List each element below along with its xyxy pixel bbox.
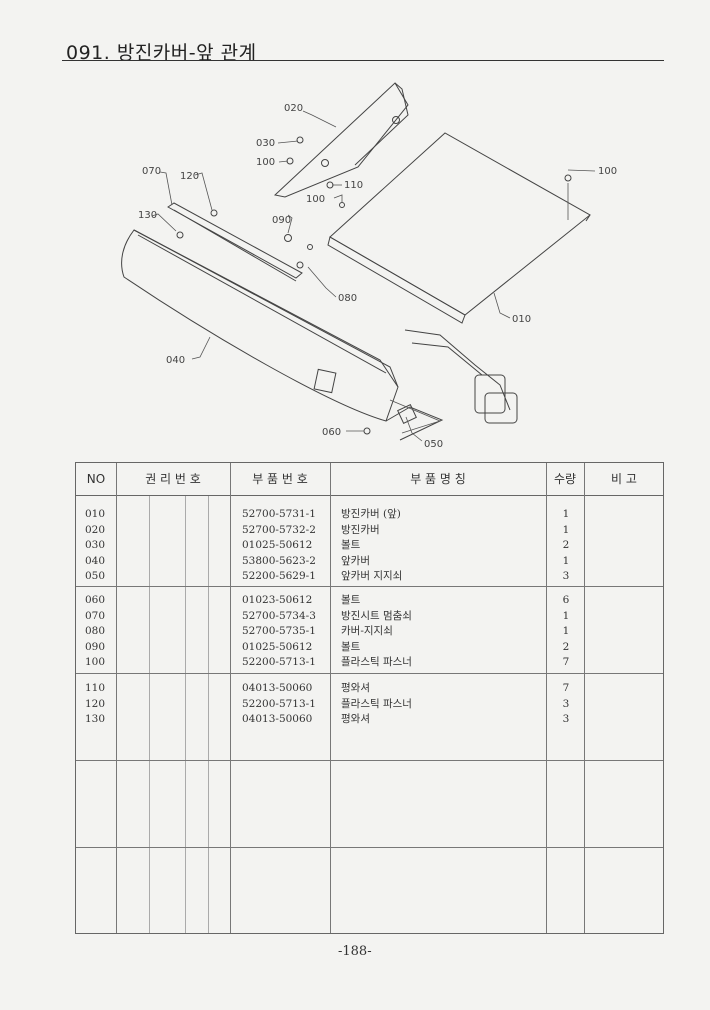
header-rights-number: 권 리 번 호 (145, 472, 201, 486)
callout-010: 010 (512, 314, 531, 325)
callout-100: 100 (256, 157, 275, 168)
row-part-name: 카버-지지쇠 (341, 625, 393, 637)
row-part-number: 01025-50612 (242, 640, 313, 653)
part-010-drawing (327, 132, 591, 324)
callout-090: 090 (272, 215, 291, 226)
row-no: 120 (85, 697, 106, 710)
row-part-number: 52200-5629-1 (242, 570, 316, 582)
row-part-number: 01025-50612 (242, 539, 313, 551)
fasteners-drawing (176, 136, 572, 435)
callout-130: 130 (138, 210, 157, 221)
row-part-number: 04013-50060 (242, 713, 313, 725)
callout-120: 120 (180, 171, 199, 182)
row-part-name: 볼트 (341, 539, 361, 551)
machine-frame-drawing (385, 329, 518, 441)
group-divider (76, 760, 663, 761)
column-subdivider (208, 496, 209, 933)
header-no: NO (86, 472, 106, 486)
page-number: -188- (338, 944, 372, 959)
row-quantity: 1 (562, 508, 570, 520)
row-part-name: 평와셔 (341, 713, 370, 725)
row-part-name: 볼트 (341, 594, 361, 606)
callout-100: 100 (598, 166, 617, 177)
column-divider (584, 463, 585, 933)
row-part-number: 53800-5623-2 (242, 554, 316, 567)
row-no: 060 (85, 594, 106, 606)
row-quantity: 3 (562, 697, 570, 710)
row-part-name: 방진카버 (341, 523, 380, 536)
column-divider (546, 463, 547, 933)
group-divider (76, 673, 663, 674)
callout-060: 060 (322, 427, 341, 438)
row-quantity: 7 (562, 656, 570, 668)
row-part-name: 방진시트 멈춤쇠 (341, 609, 412, 622)
row-quantity: 6 (562, 594, 570, 606)
exploded-parts-diagram: 020 030 100 110 100 070 120 130 090 100 … (121, 82, 617, 450)
row-quantity: 1 (562, 523, 570, 536)
callout-100: 100 (306, 194, 325, 205)
callout-040: 040 (166, 355, 185, 366)
row-part-number: 52700-5734-3 (242, 609, 316, 622)
group-divider (76, 847, 663, 848)
row-quantity: 7 (562, 682, 570, 694)
row-part-number: 01023-50612 (242, 594, 313, 606)
row-quantity: 1 (562, 625, 570, 637)
row-part-number: 52200-5713-1 (242, 697, 316, 710)
row-quantity: 3 (562, 713, 570, 725)
callout-080: 080 (338, 293, 357, 304)
row-no: 110 (85, 682, 106, 694)
row-part-number: 52700-5735-1 (242, 625, 316, 637)
row-no: 030 (85, 539, 106, 551)
callout-020: 020 (284, 103, 303, 114)
table-header-row: NO 권 리 번 호 부 품 번 호 부 품 명 칭 수량 비 고 (76, 463, 663, 496)
row-part-number: 52200-5713-1 (242, 656, 316, 668)
row-part-name: 앞카버 지지쇠 (341, 570, 403, 582)
row-quantity: 1 (562, 609, 570, 622)
callout-050: 050 (424, 439, 443, 450)
page-title: 091. 방진카버-앞 관계 (66, 42, 257, 64)
row-no: 010 (85, 508, 106, 520)
header-remarks: 비 고 (611, 472, 637, 486)
row-no: 130 (85, 713, 106, 725)
parts-table: NO 권 리 번 호 부 품 번 호 부 품 명 칭 수량 비 고 010 52… (75, 462, 664, 934)
callout-070: 070 (142, 166, 161, 177)
row-part-number: 04013-50060 (242, 682, 313, 694)
row-no: 050 (85, 570, 106, 582)
row-quantity: 2 (562, 640, 570, 653)
row-quantity: 2 (562, 539, 570, 551)
row-quantity: 1 (562, 554, 570, 567)
row-no: 020 (85, 523, 106, 536)
title-rule (62, 60, 664, 61)
column-divider (116, 463, 117, 933)
column-subdivider (185, 496, 186, 933)
row-no: 080 (85, 625, 106, 637)
group-divider (76, 586, 663, 587)
callout-030: 030 (256, 138, 275, 149)
row-part-name: 플라스틱 파스너 (341, 656, 412, 668)
row-part-number: 52700-5731-1 (242, 508, 316, 520)
part-040-drawing (121, 229, 399, 422)
row-part-number: 52700-5732-2 (242, 523, 316, 536)
row-part-name: 평와셔 (341, 682, 370, 694)
column-divider (330, 463, 331, 933)
header-quantity: 수량 (553, 472, 577, 486)
row-part-name: 앞카버 (341, 554, 370, 567)
row-quantity: 3 (562, 570, 570, 582)
row-part-name: 볼트 (341, 640, 361, 653)
header-part-number: 부 품 번 호 (252, 472, 308, 486)
leader-lines (151, 110, 596, 442)
header-part-name: 부 품 명 칭 (410, 472, 466, 486)
column-subdivider (149, 496, 150, 933)
part-020-drawing (273, 82, 409, 198)
row-no: 100 (85, 656, 106, 668)
row-no: 090 (85, 640, 106, 653)
row-no: 070 (85, 609, 106, 622)
row-part-name: 플라스틱 파스너 (341, 697, 412, 710)
row-part-name: 방진카버 (앞) (341, 508, 401, 520)
callout-110: 110 (344, 180, 363, 191)
column-divider (230, 463, 231, 933)
row-no: 040 (85, 554, 106, 567)
